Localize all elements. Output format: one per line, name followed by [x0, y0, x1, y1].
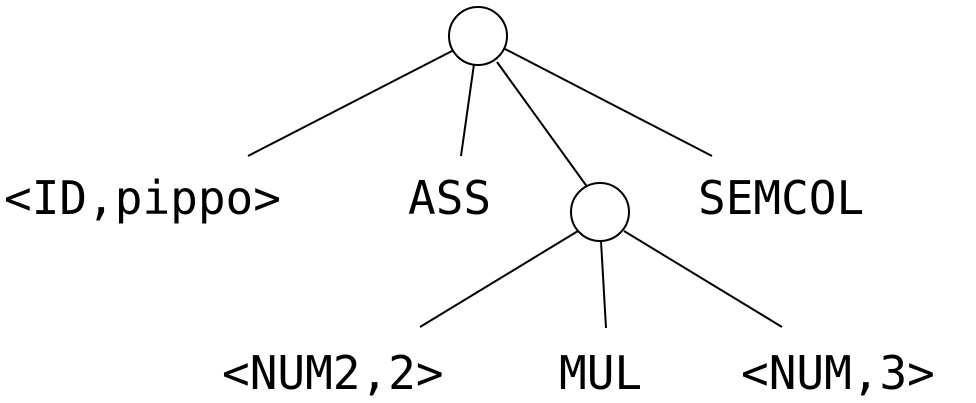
edge-expr-to-num3 — [623, 230, 783, 328]
edge-root-to-semcol — [504, 48, 713, 157]
leaf-semcol: SEMCOL — [698, 171, 864, 225]
root-node-circle — [448, 6, 508, 66]
leaf-ass: ASS — [408, 171, 491, 225]
edge-expr-to-num2 — [419, 230, 579, 328]
edge-expr-to-mul — [600, 240, 607, 329]
leaf-num3: <NUM,3> — [741, 346, 935, 400]
edge-root-to-ass — [460, 63, 475, 157]
edge-root-to-expr-node — [496, 61, 589, 189]
leaf-id-pippo: <ID,pippo> — [4, 171, 281, 225]
expr-node-circle — [570, 182, 630, 242]
leaf-num2: <NUM2,2> — [222, 346, 444, 400]
leaf-mul: MUL — [559, 346, 642, 400]
edge-root-to-id-pippo — [247, 50, 453, 157]
